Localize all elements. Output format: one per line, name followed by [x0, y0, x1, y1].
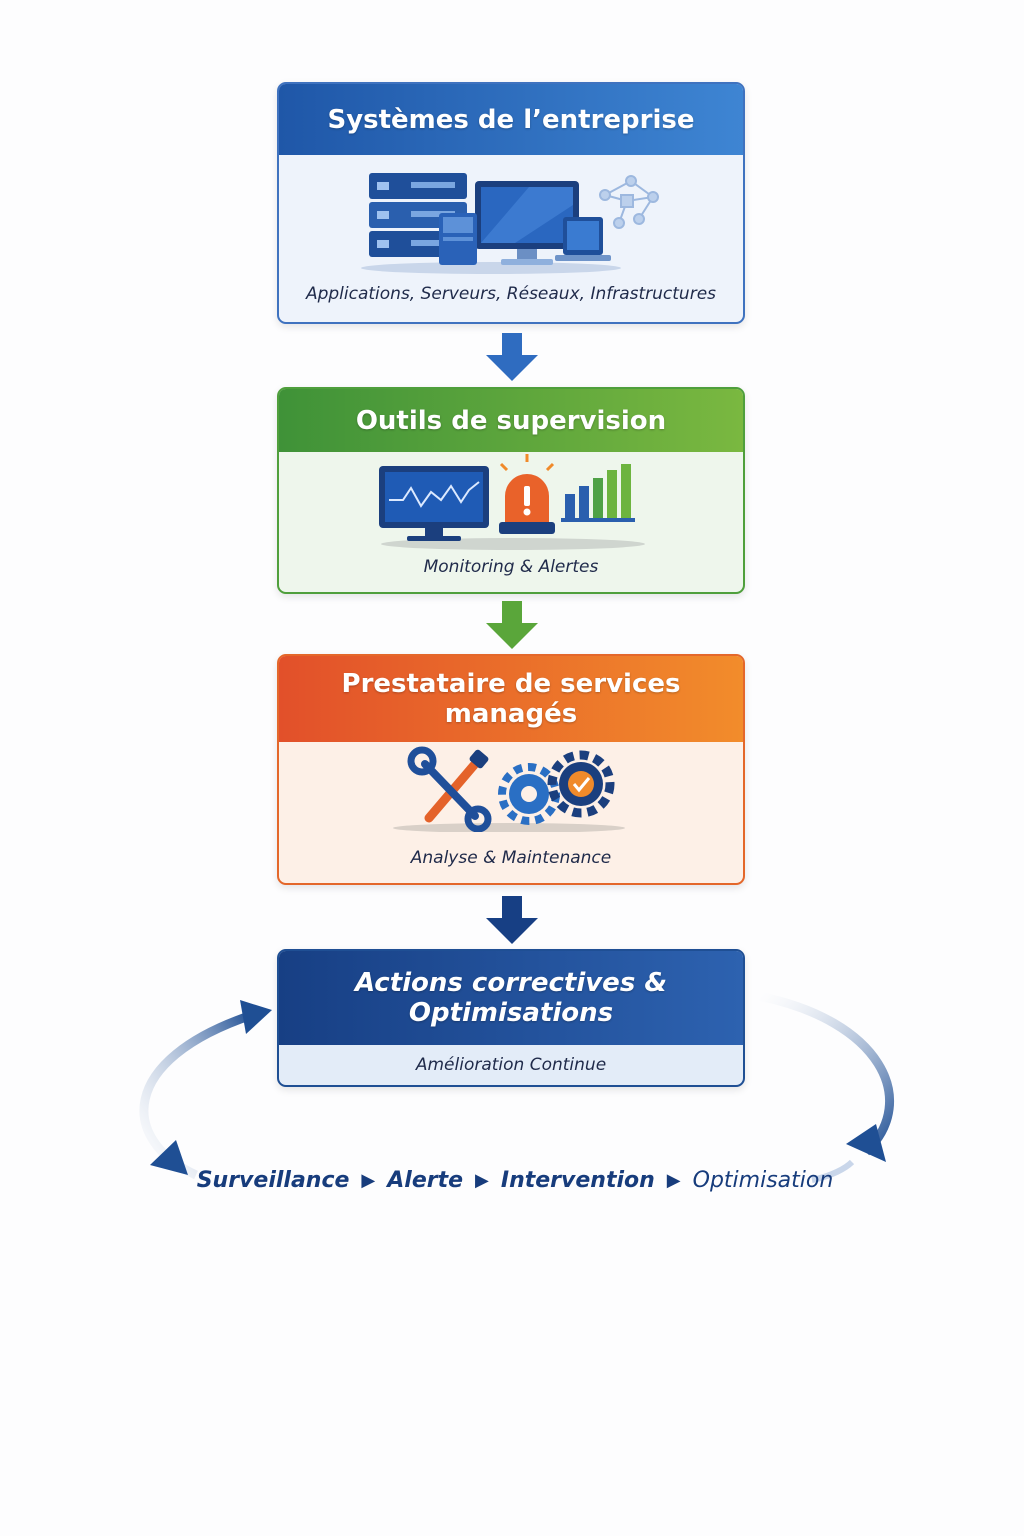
alarm-siren-icon	[499, 454, 555, 534]
flow-arrow-1	[486, 333, 538, 381]
cycle-step-alerte: Alerte	[387, 1167, 464, 1193]
flow-arrow-3	[486, 896, 538, 944]
cycle-separator-2: ▶	[475, 1169, 489, 1191]
managed-services-illustration	[393, 746, 625, 832]
card-managed-services-title-line1: Prestataire de services	[341, 669, 681, 699]
card-enterprise-systems-header: Systèmes de l’entreprise	[279, 84, 743, 155]
card-corrective-actions-title-line1: Actions correctives &	[354, 968, 668, 998]
card-corrective-actions-title-line2: Optimisations	[408, 998, 614, 1028]
flow-arrow-2	[486, 601, 538, 649]
cycle-separator-3: ▶	[666, 1169, 681, 1191]
card-managed-services-title-line2: managés	[444, 699, 578, 729]
desktop-monitor-icon	[475, 181, 579, 265]
loop-arrow-right	[757, 991, 895, 1183]
cycle-step-intervention: Intervention	[500, 1167, 655, 1193]
card-managed-services-header: Prestataire de services managés	[279, 656, 743, 742]
card-corrective-actions: Actions correctives & Optimisations Amél…	[277, 949, 745, 1087]
card-monitoring-tools-title: Outils de supervision	[355, 405, 667, 436]
enterprise-systems-illustration	[361, 173, 659, 274]
laptop-icon	[555, 217, 611, 261]
cycle-separator-1: ▶	[361, 1169, 376, 1191]
monitoring-illustration	[379, 454, 645, 550]
cycle-steps: Surveillance ▶ Alerte ▶ Intervention ▶ O…	[196, 1158, 834, 1202]
wrench-screwdriver-icon	[407, 746, 492, 832]
tower-case-icon	[439, 213, 477, 265]
card-enterprise-systems-caption: Applications, Serveurs, Réseaux, Infrast…	[305, 284, 717, 304]
card-monitoring-tools: Outils de supervision Monito	[277, 387, 745, 594]
cycle-step-optimisation: Optimisation	[692, 1167, 834, 1193]
loop-arrow-left	[139, 1000, 272, 1180]
continuous-loop-arrows	[139, 991, 895, 1183]
bar-chart-icon	[561, 464, 635, 522]
card-corrective-actions-header: Actions correctives & Optimisations	[279, 951, 743, 1045]
card-enterprise-systems: Systèmes de l’entreprise	[277, 82, 745, 324]
card-managed-services: Prestataire de services managés Analyse …	[277, 654, 745, 885]
card-monitoring-tools-caption: Monitoring & Alertes	[423, 557, 599, 577]
card-enterprise-systems-title: Systèmes de l’entreprise	[327, 104, 695, 135]
card-managed-services-caption: Analyse & Maintenance	[410, 848, 612, 868]
network-nodes-icon	[599, 175, 659, 229]
gears-check-icon	[498, 750, 615, 825]
monitoring-screen-icon	[379, 466, 489, 541]
card-monitoring-tools-header: Outils de supervision	[279, 389, 743, 452]
card-corrective-actions-caption: Amélioration Continue	[415, 1055, 607, 1075]
cycle-step-surveillance: Surveillance	[196, 1167, 350, 1193]
